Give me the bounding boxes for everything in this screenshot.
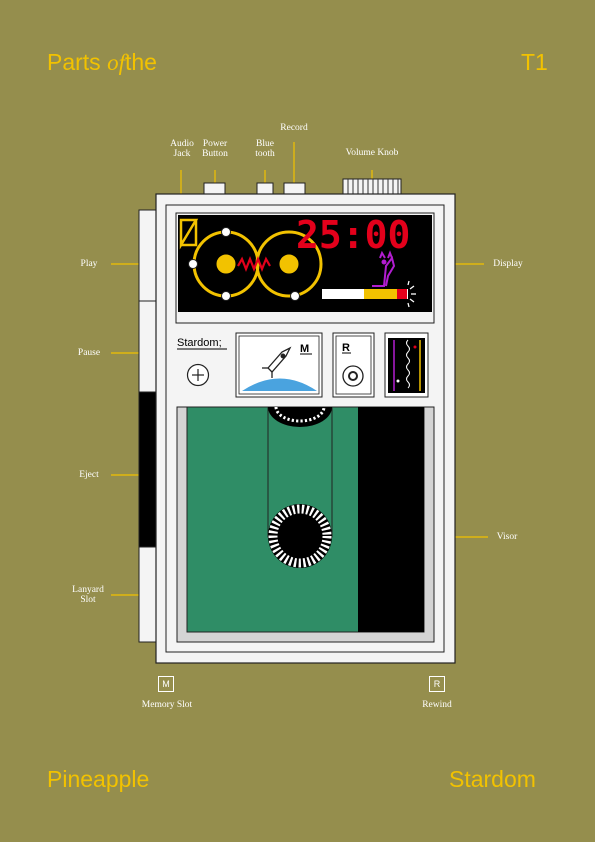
label-power-button: Power Button [202, 139, 228, 159]
top-buttons [203, 178, 402, 195]
title-word-the: the [124, 49, 157, 75]
tape-wave-icon [237, 256, 271, 272]
label-bluetooth: Blue tooth [255, 139, 275, 159]
progress-bar-fill-red [397, 289, 407, 299]
rewind-badge: R [429, 676, 445, 692]
memory-slot-badge: M [158, 676, 174, 692]
label-pause: Pause [77, 348, 101, 358]
upper-reel [268, 406, 332, 427]
waveform-line [406, 339, 410, 389]
cassette-dark-edge [358, 407, 424, 632]
label-eject: Eject [79, 470, 99, 480]
play-button[interactable] [138, 209, 157, 302]
memory-card-panel: M [235, 332, 323, 398]
footer-brand-right: Stardom [449, 766, 536, 792]
label-record: Record [280, 123, 308, 133]
label-visor: Visor [496, 532, 518, 542]
brand-label: Stardom; [177, 337, 222, 349]
rewind-card-tag: R [342, 342, 350, 354]
device-inner-frame [165, 204, 445, 653]
reel-pins [188, 227, 300, 301]
add-icon[interactable] [186, 363, 210, 387]
leader-lines [111, 142, 488, 596]
label-audio-jack: Audio Jack [170, 139, 194, 159]
disc-icon [342, 365, 364, 387]
label-memory-slot: Memory Slot [141, 700, 193, 710]
waveform-panel [384, 332, 429, 398]
title-word-parts: Parts [47, 49, 101, 75]
rewind-card-panel: R [332, 332, 375, 398]
model-name: T1 [521, 49, 548, 75]
pause-button[interactable] [138, 300, 157, 393]
title-word-of: of [107, 50, 125, 75]
label-display: Display [493, 259, 523, 269]
rocket-icon [262, 346, 292, 378]
bluetooth-button[interactable] [256, 182, 274, 195]
label-rewind: Rewind [422, 700, 452, 710]
label-play: Play [80, 259, 98, 269]
poster-title: Parts ofthe [47, 49, 157, 75]
label-volume-knob: Volume Knob [345, 148, 399, 158]
power-button[interactable] [203, 182, 226, 195]
progress-bar-fill-yellow [364, 289, 397, 299]
spark-icon [407, 280, 416, 308]
lower-reel [268, 504, 332, 568]
eject-button[interactable] [138, 391, 157, 548]
cat-icon [372, 250, 396, 287]
footer-brand-left: Pineapple [47, 766, 150, 792]
memory-card-tag: M [300, 343, 309, 355]
lanyard-slot [138, 546, 157, 643]
timer-readout: 25:00 [296, 213, 410, 257]
display-icon-corner [179, 218, 199, 250]
record-button[interactable] [283, 182, 306, 195]
planet-horizon [242, 378, 317, 391]
volume-knob-ridges [347, 179, 399, 194]
volume-knob[interactable] [342, 178, 402, 195]
label-lanyard-slot: Lanyard Slot [72, 585, 104, 605]
